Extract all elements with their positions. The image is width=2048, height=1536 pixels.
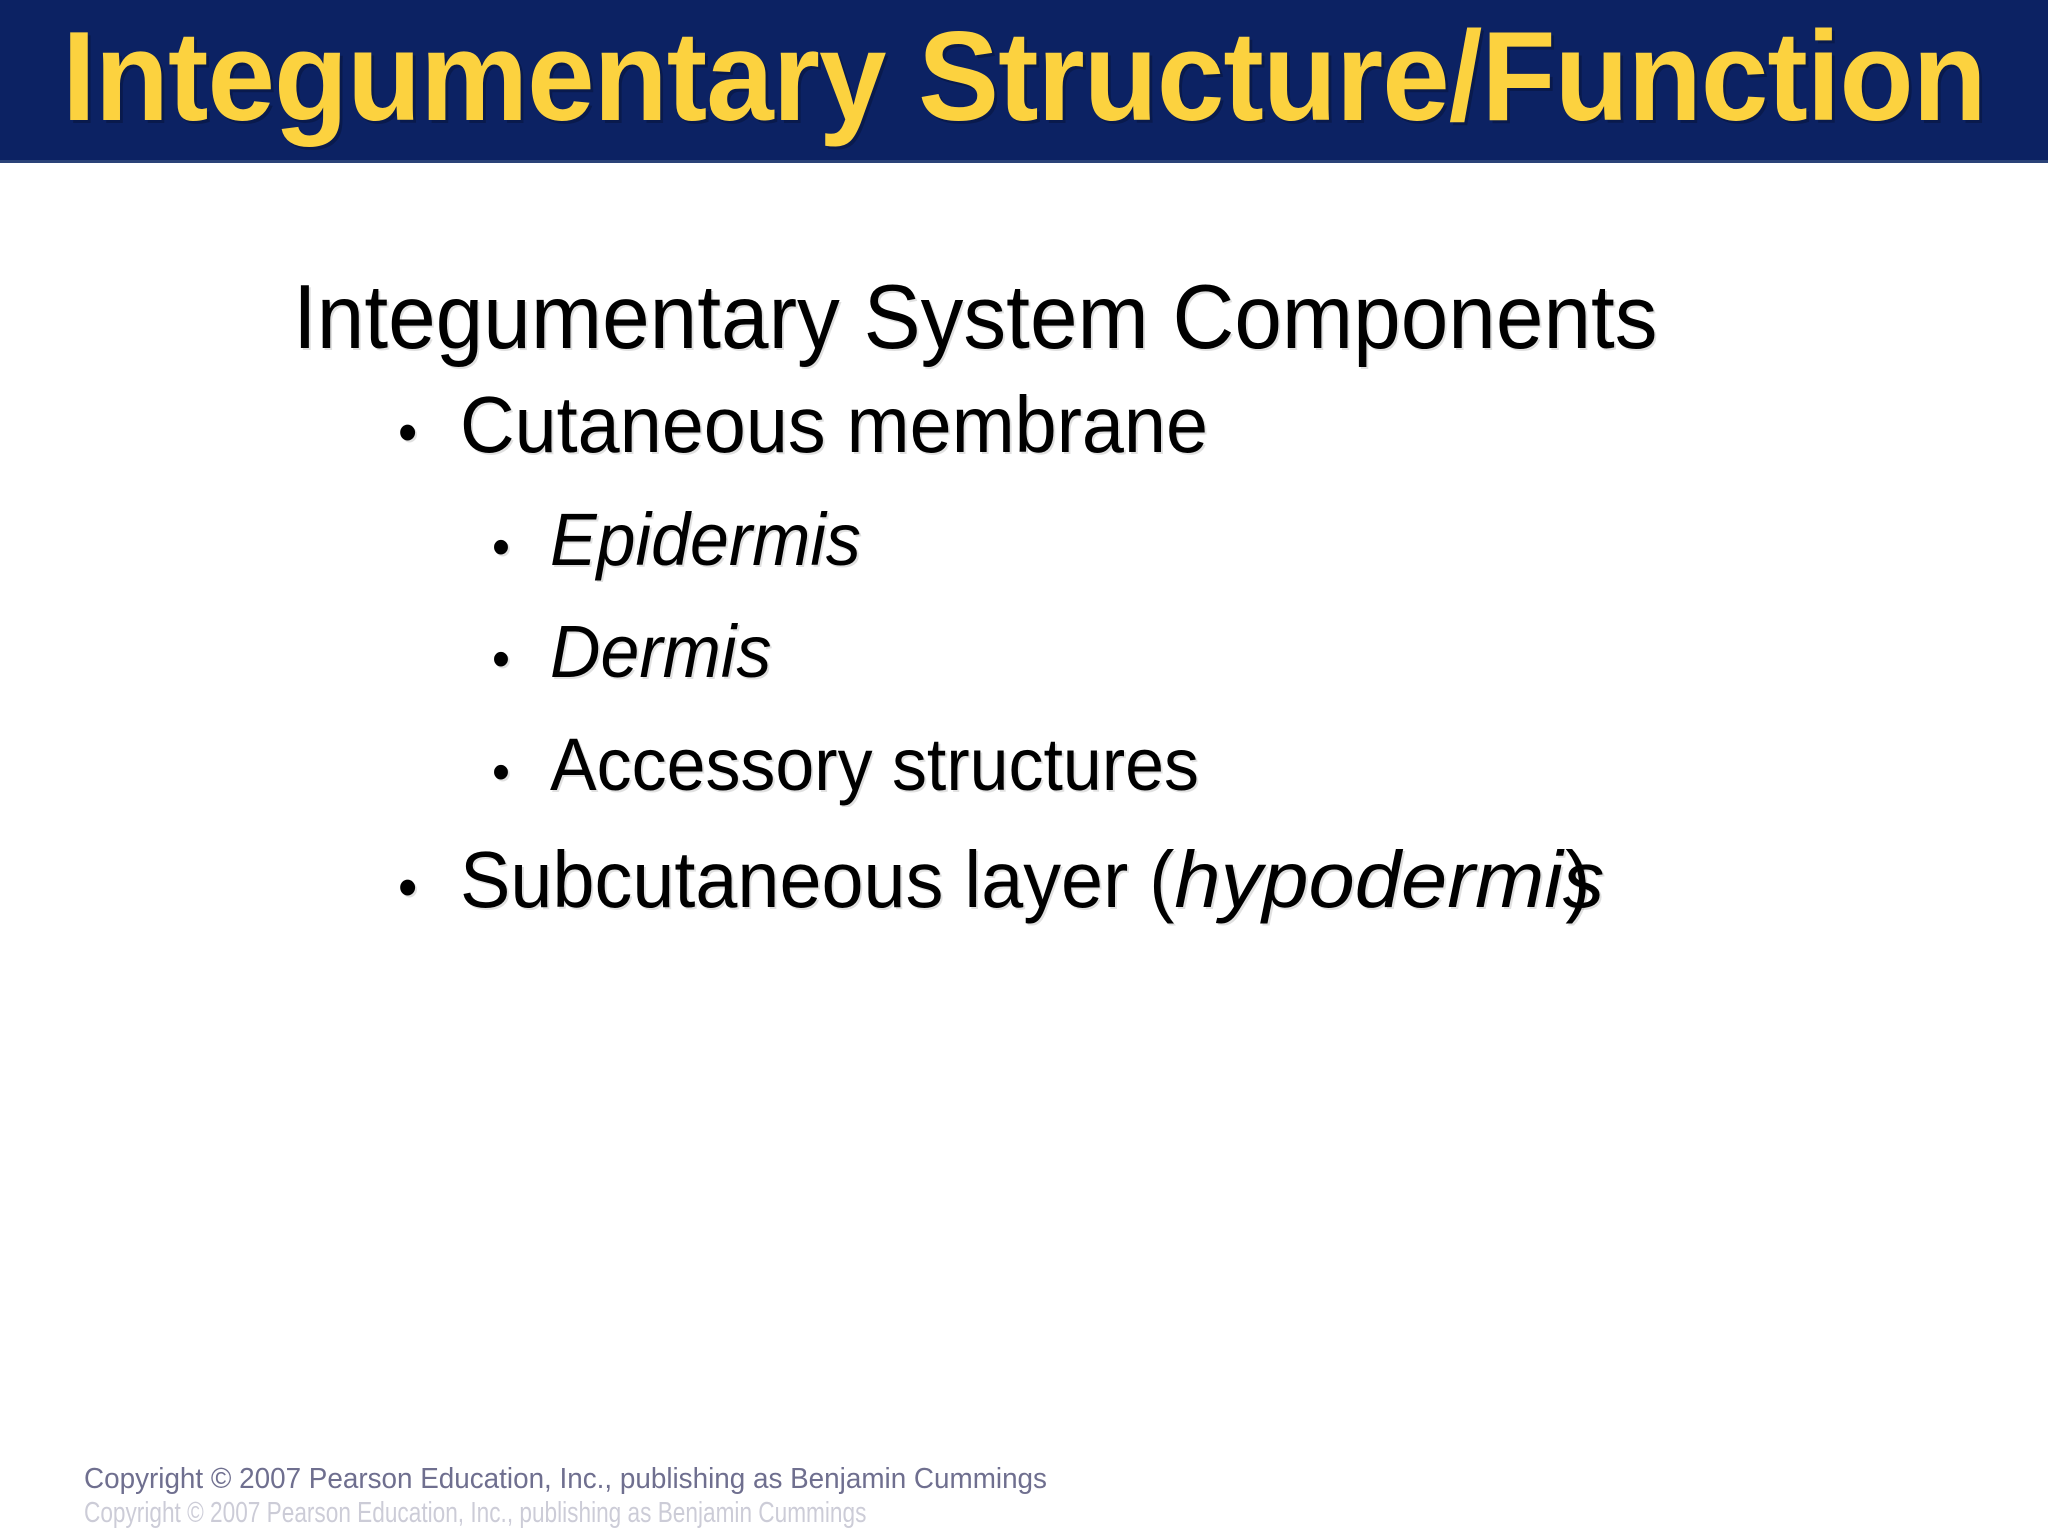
bullet-label: Subcutaneous layer (hypodermis)	[460, 840, 1604, 920]
bullet-item-cutaneous-membrane: • Cutaneous membrane	[398, 385, 1252, 465]
bullet-item-dermis: • Dermis	[492, 615, 784, 689]
slide-title-banner: Integumentary Structure/Function	[0, 0, 2048, 163]
copyright-notice: Copyright © 2007 Pearson Education, Inc.…	[84, 1463, 1047, 1495]
bullet-point-icon: •	[492, 517, 510, 577]
bullet-label-emphasis: hypodermis	[1174, 835, 1605, 924]
bullet-item-subcutaneous-layer: • Subcutaneous layer (hypodermis)	[398, 840, 1656, 920]
bullet-item-epidermis: • Epidermis	[492, 503, 879, 577]
bullet-label-prefix: Subcutaneous layer (	[460, 835, 1175, 924]
content-heading: Integumentary System Components	[293, 267, 1658, 368]
bullet-label: Epidermis	[550, 498, 861, 581]
bullet-point-icon: •	[492, 742, 510, 802]
bullet-label: Dermis	[550, 610, 772, 693]
bullet-item-accessory-structures: • Accessory structures	[492, 728, 1237, 802]
slide-body: Integumentary System Components • Cutane…	[0, 163, 2048, 1536]
bullet-point-icon: •	[398, 400, 418, 465]
copyright-notice-shadow: Copyright © 2007 Pearson Education, Inc.…	[84, 1497, 867, 1529]
bullet-point-icon: •	[492, 629, 510, 689]
bullet-point-icon: •	[398, 855, 418, 920]
bullet-label: Accessory structures	[550, 723, 1199, 806]
slide-title: Integumentary Structure/Function	[62, 5, 1987, 147]
bullet-label: Cutaneous membrane	[460, 380, 1209, 469]
bullet-label-suffix: )	[1565, 835, 1591, 924]
